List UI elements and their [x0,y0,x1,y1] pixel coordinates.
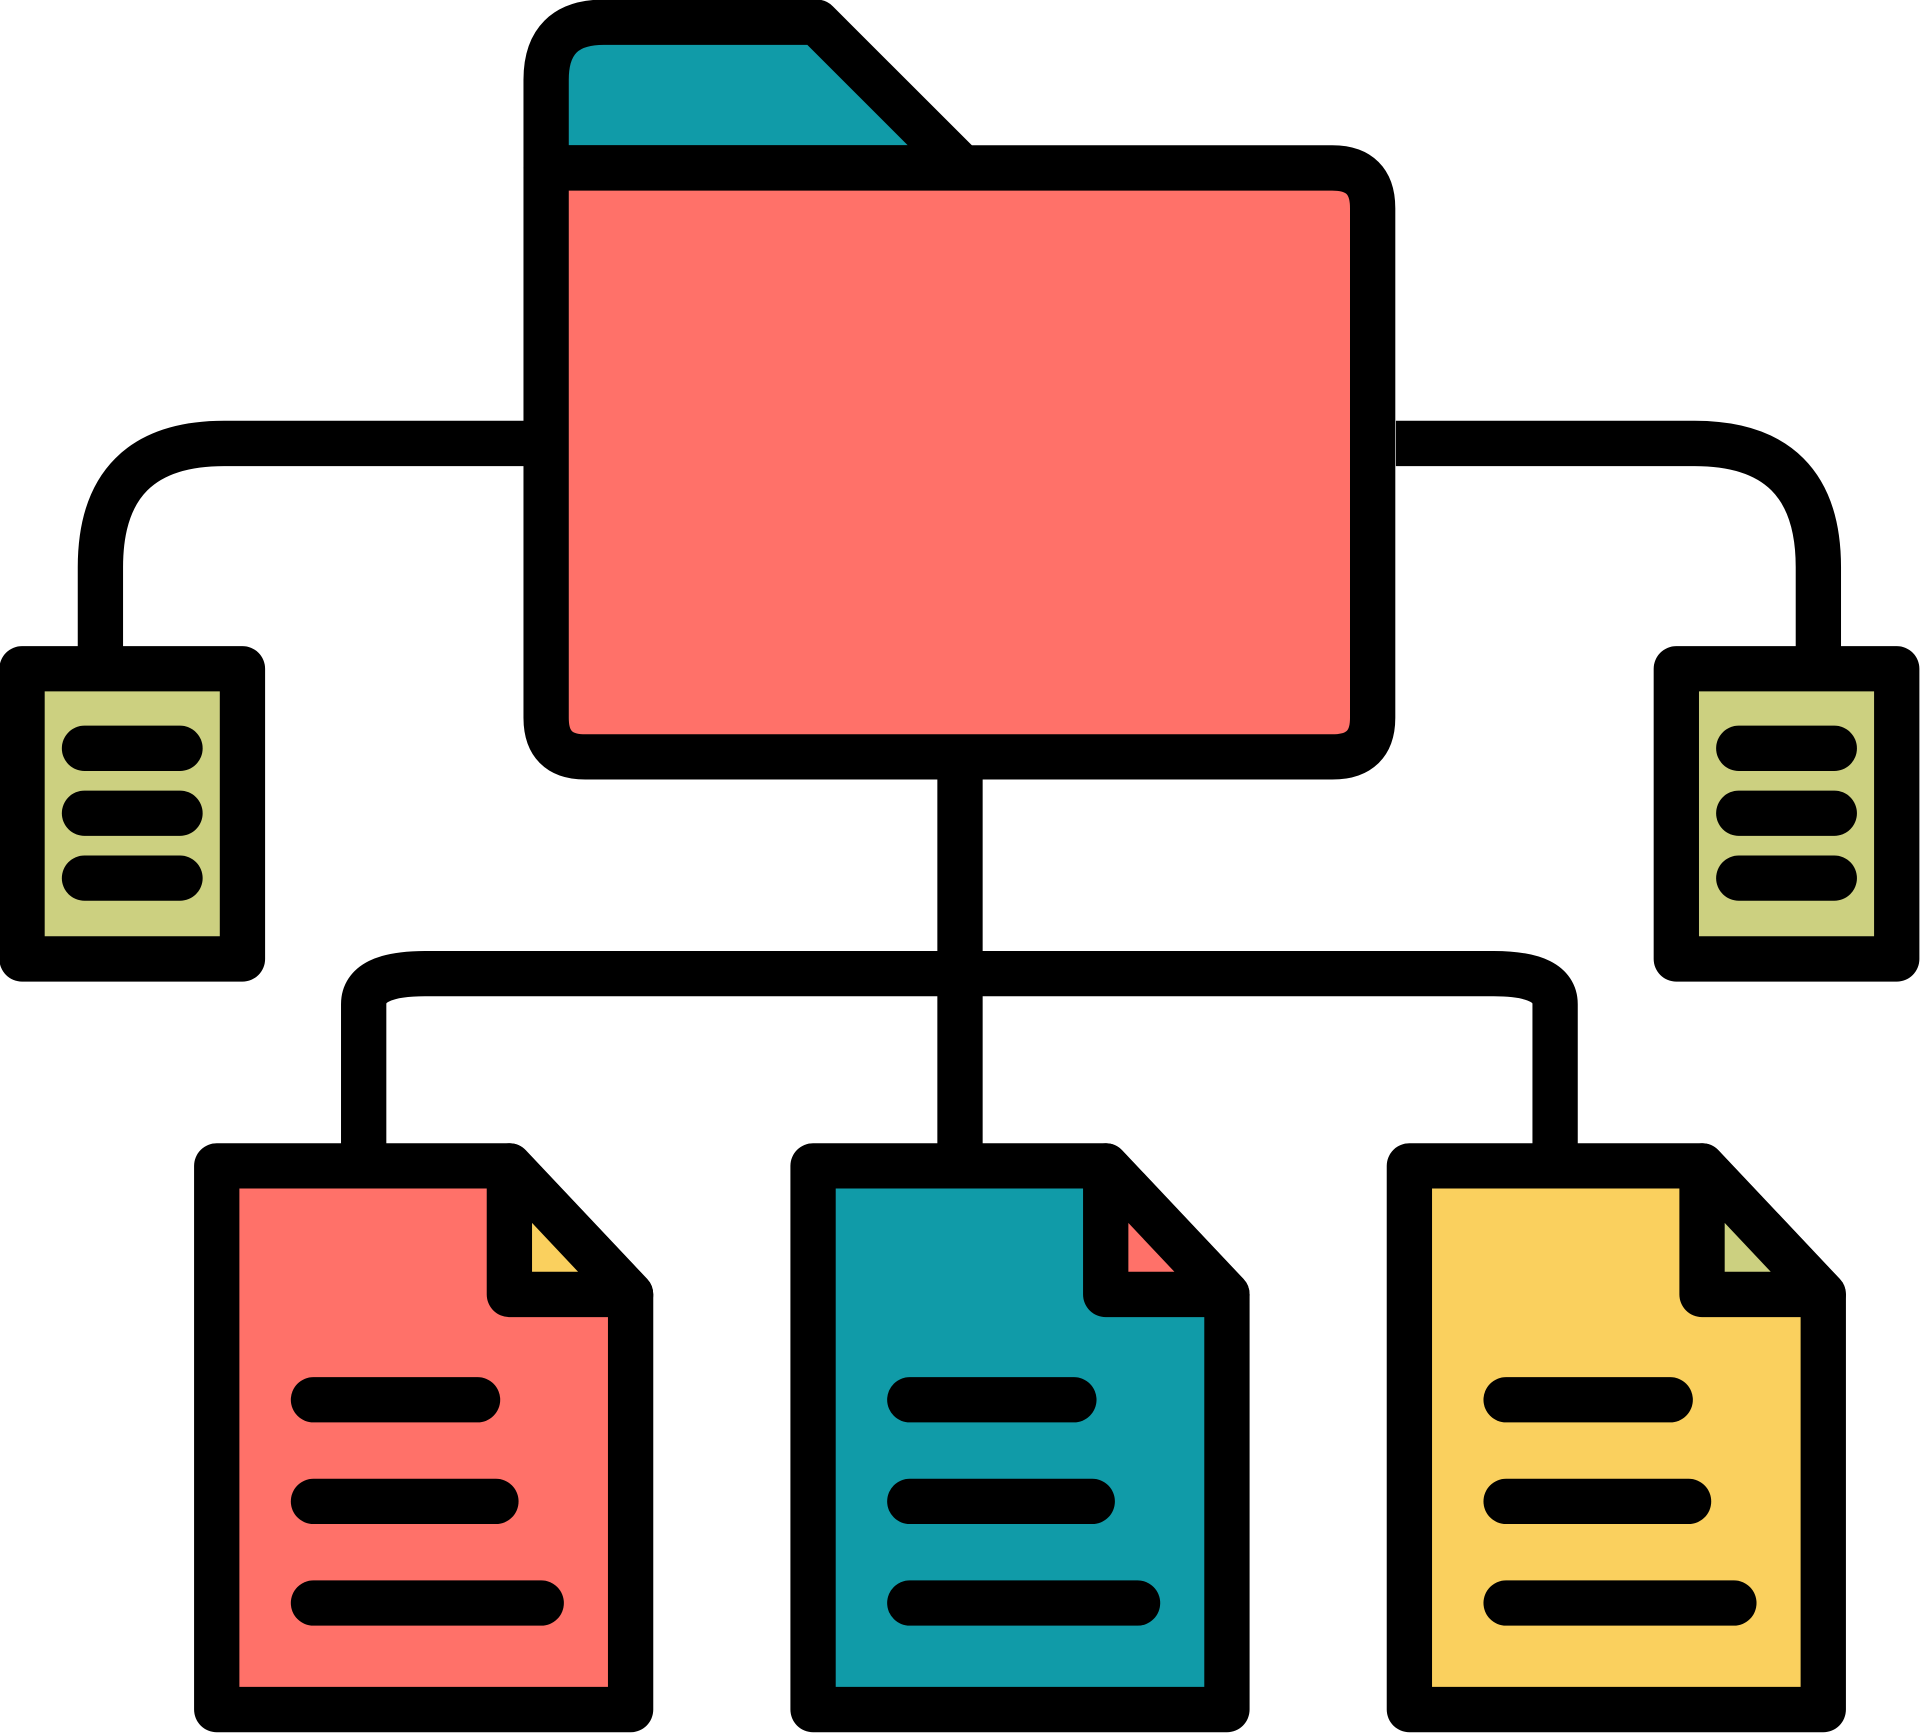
connector-bottom [341,950,1578,1144]
side-card-left-icon [0,646,266,982]
document-yellow-fold [1679,1143,1846,1318]
document-teal-fold [1083,1143,1250,1318]
document-yellow-icon [1386,1143,1846,1733]
connector-lines [77,420,1842,1144]
connector-left [77,420,525,647]
side-card-right-icon [1653,646,1920,982]
connector-right [1395,420,1842,647]
side-card-right-body [1653,646,1920,982]
document-red-fold [486,1143,654,1318]
folder-tab [523,0,986,191]
folder-body [523,145,1396,780]
document-teal-icon [790,1143,1250,1733]
folder-icon [523,0,1396,780]
document-red-icon [194,1143,654,1733]
